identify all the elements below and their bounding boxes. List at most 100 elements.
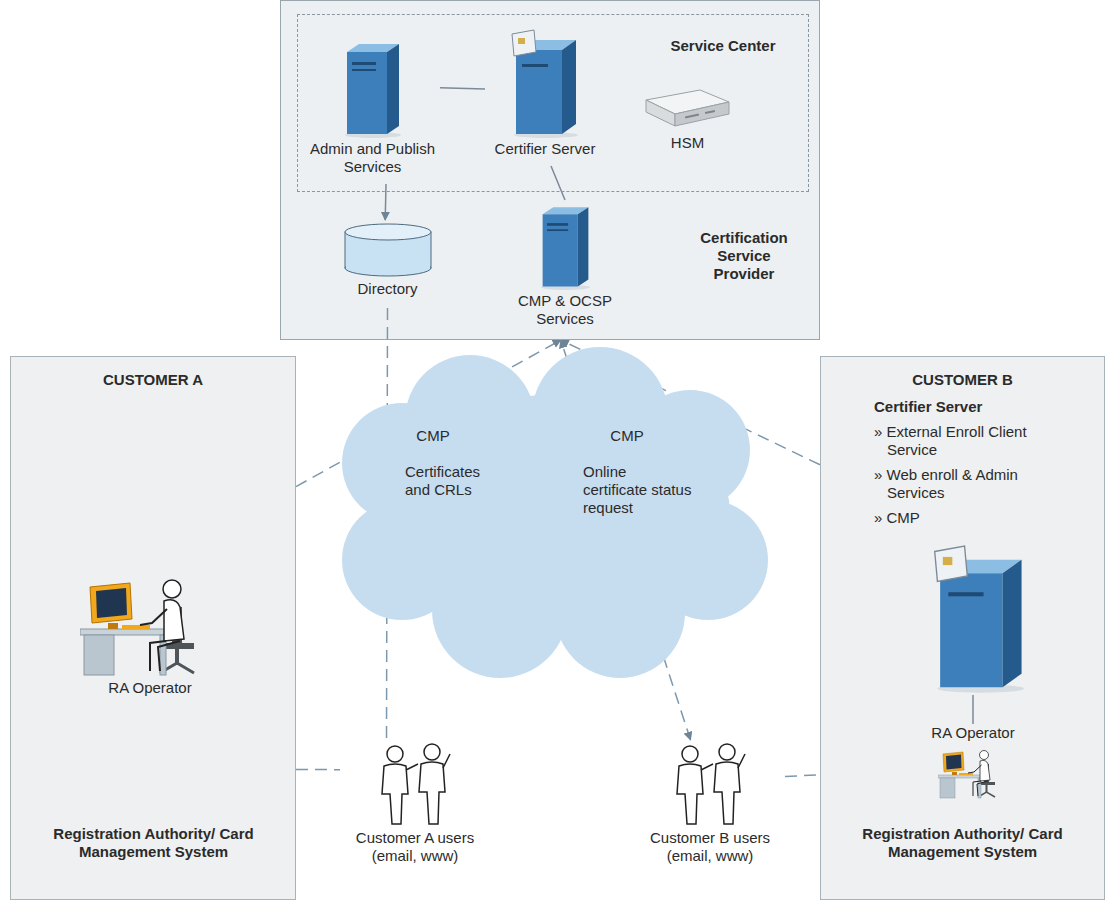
panel-ground (280, 0, 820, 340)
icon-part (164, 600, 184, 641)
customer-panel: CUSTOMER ARegistration Authority/ Card M… (10, 356, 296, 900)
icon-part (345, 224, 431, 240)
icon-part (705, 110, 715, 114)
icon-part (84, 635, 114, 675)
icon-part (443, 754, 450, 768)
icon-part (90, 583, 132, 623)
node-label: RA Operator (108, 679, 191, 697)
panel-ground (820, 356, 1105, 900)
icon-part (968, 765, 982, 773)
cloud-label: Certificates and CRLs (405, 463, 500, 499)
users-node: Customer B users (email, www) (635, 740, 785, 875)
hsm-node: HSM (635, 80, 740, 168)
icon-part (516, 50, 562, 134)
icon-part (719, 744, 735, 760)
icon-part (938, 775, 983, 778)
icon-part (948, 592, 983, 596)
service-item: » CMP (874, 509, 1032, 527)
dashed-link (785, 775, 820, 777)
icon-part (352, 69, 376, 71)
icon-part (714, 762, 740, 824)
node-label: Admin and Publish Services (309, 140, 436, 176)
cloud-label: CMP (602, 427, 652, 445)
operator-node: RA Operator (923, 724, 1023, 819)
certserver-icon (510, 28, 580, 138)
icon-part (946, 755, 962, 770)
panel-heading: CUSTOMER A (11, 371, 295, 389)
solid-link (551, 166, 565, 200)
icon-part (973, 781, 988, 796)
icon-part (163, 580, 181, 598)
node-label: Certifier Server (874, 398, 982, 416)
cloud-label: CMP (408, 427, 458, 445)
panel-heading: CUSTOMER B (821, 371, 1104, 389)
customer-panel: CUSTOMER B Registration Authority/ Card M… (820, 356, 1105, 900)
icon-part (140, 609, 167, 625)
icon-part (675, 102, 729, 126)
icon-part (682, 746, 698, 762)
hsm-icon (645, 82, 730, 132)
icon-part (419, 762, 445, 824)
icon-part (522, 64, 548, 67)
icon-part (387, 746, 403, 762)
node-label: Certifier Server (495, 140, 596, 158)
icon-part (547, 223, 568, 226)
server-node: Admin and Publish Services (305, 36, 440, 184)
cloud-label: Online certificate status request (583, 463, 693, 517)
certifier-node: Certifier Server » External Enroll Client… (858, 398, 1088, 695)
icon-part (980, 760, 990, 781)
desk-icon (938, 744, 1008, 799)
icon-part (685, 114, 699, 119)
icon-part (96, 588, 127, 618)
service-item: » Web enroll & Admin Services (874, 466, 1032, 502)
service-center-box: Service CenterAdmin and Publish Services… (297, 14, 809, 192)
users-icon (665, 742, 755, 827)
icon-part (1002, 560, 1021, 688)
icon-part (512, 30, 536, 56)
icon-part (346, 258, 430, 268)
node-label: CMP & OCSP Services (504, 292, 626, 328)
service-item: » External Enroll Client Service (874, 423, 1032, 459)
icon-part (347, 52, 387, 134)
icon-part (943, 752, 964, 772)
icon-part (942, 557, 952, 565)
icon-part (959, 773, 973, 775)
icon-part (547, 229, 568, 231)
operator-node: RA Operator (75, 565, 225, 710)
icon-part (382, 764, 408, 824)
certserver-icon (932, 543, 1027, 693)
icon-part (518, 38, 525, 44)
node-label: Service Center (648, 37, 798, 55)
network-cloud: CMP CMP Certificates and CRLs Online certif… (340, 345, 770, 680)
icon-part (562, 40, 576, 134)
icon-part (374, 395, 730, 631)
dashed-link (296, 769, 340, 771)
panel-label: Registration Authority/ Card Management … (850, 825, 1075, 861)
users-icon (370, 742, 460, 827)
directory-node: Directory (330, 220, 445, 308)
provider-panel: Certification Service ProviderService Ce… (280, 0, 820, 340)
node-label: HSM (671, 134, 704, 152)
icon-part (940, 778, 955, 798)
icon-part (701, 764, 713, 770)
icon-part (108, 623, 118, 629)
node-label: Customer A users (email, www) (344, 829, 486, 865)
dir-icon (343, 222, 433, 278)
node-label: Customer B users (email, www) (639, 829, 781, 865)
icon-part (940, 573, 1002, 687)
desk-icon (80, 567, 220, 677)
solid-link (972, 695, 974, 724)
solid-link (384, 184, 386, 220)
icon-part (352, 62, 376, 65)
icon-part (122, 625, 150, 629)
icon-part (424, 744, 440, 760)
icon-part (577, 207, 588, 286)
cloud-shape (340, 345, 770, 680)
server-icon (538, 202, 593, 290)
icon-part (980, 751, 989, 760)
icon-part (542, 214, 577, 286)
icon-part (406, 764, 418, 770)
server-node: CMP & OCSP Services (500, 200, 630, 338)
icon-part (150, 641, 180, 671)
solid-link (440, 88, 485, 89)
